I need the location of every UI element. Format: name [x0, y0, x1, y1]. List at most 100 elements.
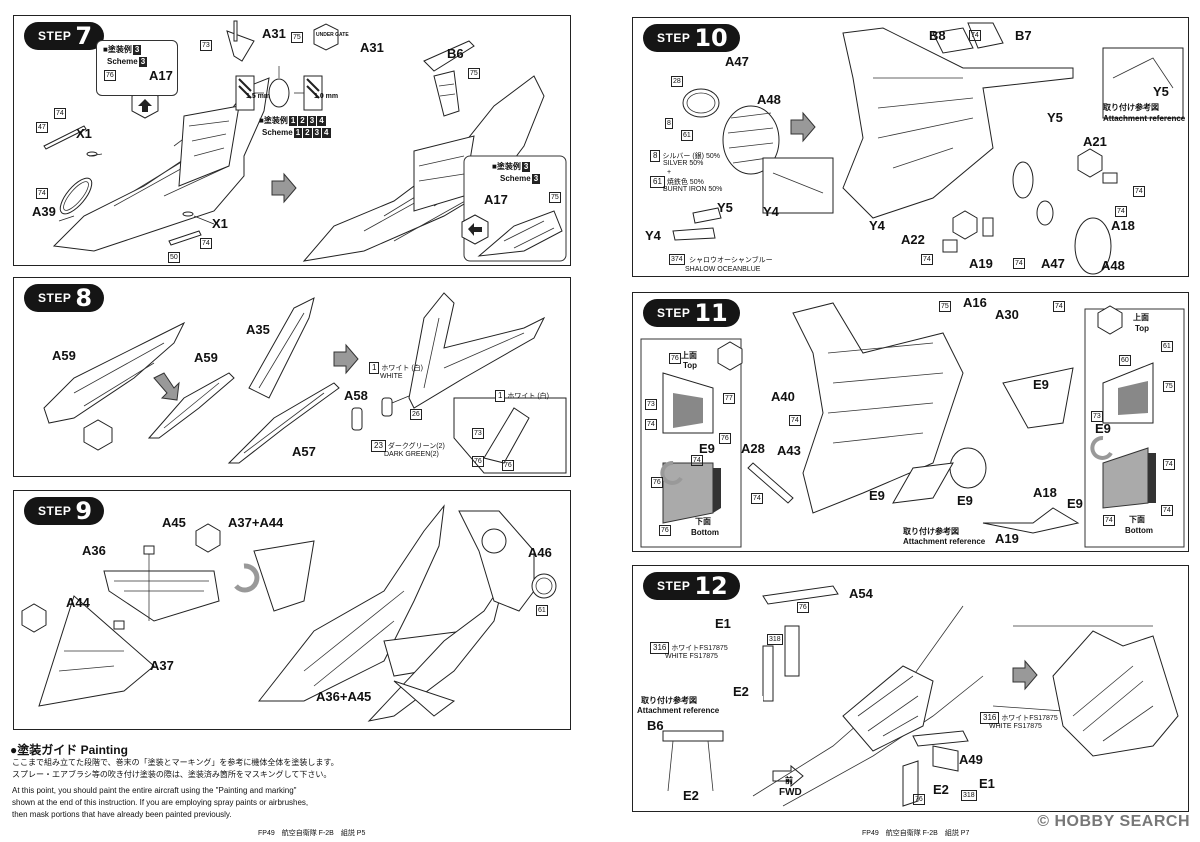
white2-jp: ホワイトFS17875 [1001, 715, 1058, 722]
painting-jp-2: スプレー・エアブラシ等の吹き付け塗装の際は、塗装済み箇所をマスキングして下さい。 [12, 770, 332, 779]
ref-61: 61 [1161, 341, 1173, 352]
attach-jp: 取り付け参考図 [1103, 103, 1159, 112]
ref-76: 76 [797, 602, 809, 613]
label-b6: B6 [647, 718, 664, 733]
top2-jp: 上面 [1133, 313, 1149, 322]
label-a40: A40 [771, 389, 795, 404]
label-a30: A30 [995, 307, 1019, 322]
label-y5c: Y5 [1153, 84, 1169, 99]
painting-jp-1: ここまで組み立てた段階で、巻末の「塗装とマーキング」を参考に機体全体を塗装します… [12, 758, 339, 767]
inset-scheme-jp: ■塗装例 [492, 162, 521, 171]
step9-drawing [21, 504, 557, 722]
white-num: 316 [650, 642, 670, 654]
label-e9: E9 [1033, 377, 1049, 392]
label-b7: B7 [1015, 28, 1032, 43]
ref-318: 318 [767, 634, 783, 645]
step12-badge: STEP 12 [643, 572, 740, 600]
white-jp: ホワイトFS17875 [671, 645, 728, 652]
step9-panel: STEP 9 A45 A36 A44 A37 A37+A44 A36+A45 A… [13, 490, 571, 730]
ref-374: 374 [669, 254, 685, 265]
step12-panel: STEP 12 E1 76 A54 316 ホワイトFS17875 WHITE … [632, 565, 1189, 812]
ref-76b: 76 [719, 433, 731, 444]
ref-74f: 74 [1163, 459, 1175, 470]
step10-badge: STEP 10 [643, 24, 740, 52]
label-e1: E1 [715, 616, 731, 631]
shallow-en: SHALOW OCEANBLUE [685, 266, 761, 273]
ref-73b: 73 [1091, 411, 1103, 422]
silver-jp: シルバー (銀) [662, 153, 705, 160]
attach-en: Attachment reference [903, 537, 986, 546]
plus: + [667, 169, 672, 176]
ref-8: 8 [665, 118, 673, 129]
label-y4c: Y4 [869, 218, 885, 233]
ref-75c: 75 [549, 192, 561, 203]
label-a17b: A17 [484, 192, 508, 207]
inset-scheme-num-en: 3 [531, 174, 541, 184]
ref-73: 73 [472, 428, 484, 439]
label-y5: Y5 [717, 200, 733, 215]
ref-74: 74 [969, 30, 981, 41]
dg-jp: ダークグリーン(2) [387, 443, 445, 450]
under-gate-label: UNDER GATE [316, 32, 349, 38]
label-e2b: E2 [683, 788, 699, 803]
ref-74d: 74 [921, 254, 933, 265]
label-y5b: Y5 [1047, 110, 1063, 125]
white2-en: WHITE FS17875 [989, 723, 1042, 730]
label-a37: A37 [150, 658, 174, 673]
ref-74: 74 [54, 108, 66, 119]
dg-en: DARK GREEN(2) [384, 451, 439, 458]
shallow-jp: シャロウオーシャンブルー [689, 257, 773, 264]
step7-panel: STEP 7 [13, 15, 571, 266]
label-a48: A48 [757, 92, 781, 107]
painting-en-1: At this point, you should paint the enti… [12, 786, 297, 795]
silver-num: 8 [650, 150, 661, 162]
step8-drawing [43, 292, 567, 474]
step-word: STEP [657, 579, 691, 593]
white-num: 1 [369, 362, 380, 374]
ref-74b: 74 [789, 415, 801, 426]
inset-scheme-en: Scheme [500, 174, 531, 183]
scheme-num-4: 4 [317, 116, 326, 126]
label-e9c: E9 [957, 493, 973, 508]
footer-left: FP49 航空自衛隊 F-2B 組説 P5 [258, 830, 366, 837]
step-number: 11 [694, 299, 728, 327]
step-word: STEP [38, 29, 72, 43]
white-en: WHITE FS17875 [665, 653, 718, 660]
step9-badge: STEP 9 [24, 497, 105, 525]
label-a19: A19 [969, 256, 993, 271]
label-a43: A43 [777, 443, 801, 458]
ref-74c: 74 [1115, 206, 1127, 217]
fwd-jp: 前 [785, 776, 793, 785]
white2-jp: ホワイト (白) [507, 393, 550, 400]
ref-76d: 76 [659, 525, 671, 536]
label-a59b: A59 [194, 350, 218, 365]
label-e9f: E9 [1095, 421, 1111, 436]
label-a47: A47 [725, 54, 749, 69]
step-word: STEP [657, 31, 691, 45]
silver-en: SILVER 50% [663, 160, 704, 167]
step-word: STEP [657, 306, 691, 320]
label-a18: A18 [1033, 485, 1057, 500]
ref-74b: 74 [200, 238, 212, 249]
white2-num: 1 [495, 390, 506, 402]
painting-title: ●塗装ガイド Painting [10, 743, 128, 757]
ref-76: 76 [472, 456, 484, 467]
label-a21: A21 [1083, 134, 1107, 149]
ref-28: 28 [671, 76, 683, 87]
ref-75b: 75 [468, 68, 480, 79]
label-a35: A35 [246, 322, 270, 337]
ref-76c: 76 [651, 477, 663, 488]
ref-26: 26 [410, 409, 422, 420]
ref-74: 74 [1053, 301, 1065, 312]
step7-drawing [43, 20, 567, 262]
scheme-num-1: 1 [288, 116, 298, 126]
fwd-en: FWD [779, 787, 802, 798]
top-en: Top [683, 361, 698, 370]
scheme-num-4b: 4 [322, 128, 331, 138]
ref-74d: 74 [645, 419, 657, 430]
step-number: 12 [694, 572, 728, 600]
scheme-num-2: 2 [298, 116, 307, 126]
scheme-all-en: Scheme [262, 128, 293, 137]
step-word: STEP [38, 291, 72, 305]
